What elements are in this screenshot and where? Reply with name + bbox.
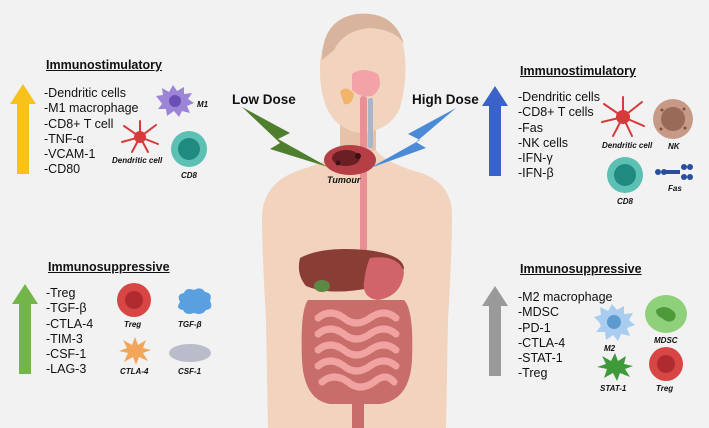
list-item: -CD80 xyxy=(44,162,81,177)
list-item: -TIM-3 xyxy=(46,331,83,346)
list-item: -Dendritic cells xyxy=(518,90,600,104)
list-item: -PD-1 xyxy=(518,320,551,335)
treg-label: Treg xyxy=(656,384,674,393)
ctla4-icon xyxy=(119,337,151,365)
trachea xyxy=(368,98,373,148)
stat1-icon xyxy=(597,353,633,381)
arrow-up-icon xyxy=(12,284,38,374)
rectum xyxy=(352,400,364,428)
tgf-beta-label: TGF-β xyxy=(178,320,202,329)
list-item: -M2 macrophage xyxy=(518,290,613,304)
nk-cell-icon xyxy=(653,99,693,139)
high-dose-label: High Dose xyxy=(412,92,479,107)
low-dose-immunostimulatory-heading: Immunostimulatory xyxy=(46,58,162,72)
list-item: -CSF-1 xyxy=(46,347,87,362)
high-dose-immunostimulatory-heading: Immunostimulatory xyxy=(520,64,636,78)
list-item: -TGF-β xyxy=(46,301,87,316)
gallbladder-organ xyxy=(314,280,330,292)
list-item: -CTLA-4 xyxy=(46,316,94,331)
low-dose-immunosuppressive-heading: Immunosuppressive xyxy=(48,260,170,274)
list-item: -CTLA-4 xyxy=(518,335,566,350)
tgf-beta-icon xyxy=(178,288,212,314)
arrow-up-icon xyxy=(482,86,508,176)
list-item: -Fas xyxy=(518,120,543,135)
cd8-cell-icon xyxy=(171,131,207,167)
arrow-up-icon xyxy=(10,84,36,174)
high-dose-lightning-icon xyxy=(370,108,456,168)
list-item: -IFN-β xyxy=(518,166,554,181)
treg-label: Treg xyxy=(124,320,142,329)
tumour-mass xyxy=(324,145,376,175)
list-item: -M1 macrophage xyxy=(44,101,139,116)
low-dose-label: Low Dose xyxy=(232,92,296,107)
csf1-label: CSF-1 xyxy=(178,367,202,376)
list-item: -STAT-1 xyxy=(518,351,563,366)
stat1-label: STAT-1 xyxy=(600,384,627,393)
list-item: -CD8+ T cells xyxy=(518,105,594,120)
low-dose-lightning-icon xyxy=(242,107,328,167)
list-item: -VCAM-1 xyxy=(44,147,96,162)
list-item: -NK cells xyxy=(518,135,569,150)
nk-label: NK xyxy=(668,142,680,151)
high-dose-immunosuppressive-heading: Immunosuppressive xyxy=(520,262,642,276)
mdsc-cell-icon xyxy=(645,295,687,333)
stomach-organ xyxy=(363,257,404,300)
csf1-icon xyxy=(169,344,211,362)
dendritic-cell-icon xyxy=(121,120,159,153)
list-item: -IFN-γ xyxy=(518,151,553,166)
dendritic-cell-icon xyxy=(601,96,645,137)
arrow-up-icon xyxy=(482,286,508,376)
list-item: -Treg xyxy=(46,286,76,300)
fas-label: Fas xyxy=(668,184,682,193)
m1-macrophage-icon xyxy=(156,85,194,117)
list-item: -TNF-α xyxy=(44,131,84,146)
treg-cell-icon xyxy=(117,283,151,317)
list-item: -CD8+ T cell xyxy=(44,116,114,131)
tumour-label: Tumour xyxy=(327,175,361,185)
dendritic-cell-label: Dendritic cell xyxy=(112,156,163,165)
esophagus xyxy=(360,96,367,261)
m2-label: M2 xyxy=(604,344,616,353)
low-dose-immunosuppressive-list: -Treg -TGF-β -CTLA-4 -TIM-3 -CSF-1 -LAG-… xyxy=(46,286,93,378)
list-item: -MDSC xyxy=(518,305,559,320)
m2-macrophage-icon xyxy=(594,304,635,341)
low-dose-immunostimulatory-list: -Dendritic cells -M1 macrophage -CD8+ T … xyxy=(44,86,139,178)
cd8-label: CD8 xyxy=(617,197,634,206)
fas-receptor-icon xyxy=(655,164,693,180)
dendritic-cell-label: Dendritic cell xyxy=(602,141,653,150)
high-dose-immunostimulatory-list: -Dendritic cells -CD8+ T cells -Fas -NK … xyxy=(518,90,600,182)
list-item: -Treg xyxy=(518,366,548,381)
list-item: -LAG-3 xyxy=(46,362,87,377)
cd8-cell-icon xyxy=(607,157,643,193)
small-intestine xyxy=(314,309,400,391)
high-dose-immunosuppressive-list: -M2 macrophage -MDSC -PD-1 -CTLA-4 -STAT… xyxy=(518,290,613,382)
salivary-gland xyxy=(340,88,354,105)
list-item: -Dendritic cells xyxy=(44,86,126,100)
ctla4-label: CTLA-4 xyxy=(120,367,149,376)
treg-cell-icon xyxy=(649,347,683,381)
nasal-cavity xyxy=(352,70,380,97)
cd8-label: CD8 xyxy=(181,171,198,180)
mdsc-label: MDSC xyxy=(654,336,678,345)
m1-label: M1 xyxy=(197,100,209,109)
